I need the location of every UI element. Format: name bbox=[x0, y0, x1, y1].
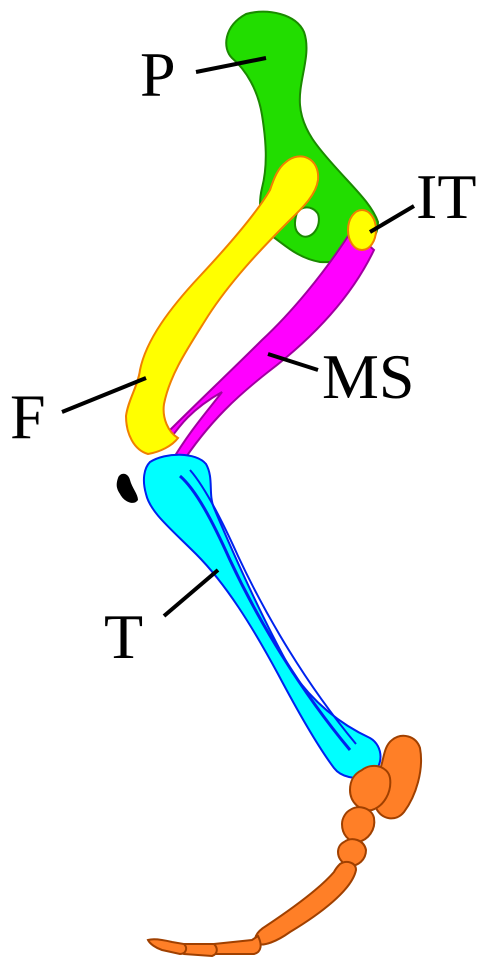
patella bbox=[117, 474, 138, 503]
label-femur: F bbox=[10, 381, 46, 452]
foot-bones bbox=[148, 736, 421, 956]
label-tibia: T bbox=[104, 601, 143, 672]
label-muscle: MS bbox=[322, 341, 415, 412]
metatarsal bbox=[255, 862, 356, 945]
tarsal-upper bbox=[342, 807, 374, 842]
phalanx-3 bbox=[148, 939, 186, 954]
leader-line-tibia bbox=[164, 570, 218, 616]
label-ischial-tuberosity: IT bbox=[416, 161, 476, 232]
label-pelvis: P bbox=[140, 39, 176, 110]
